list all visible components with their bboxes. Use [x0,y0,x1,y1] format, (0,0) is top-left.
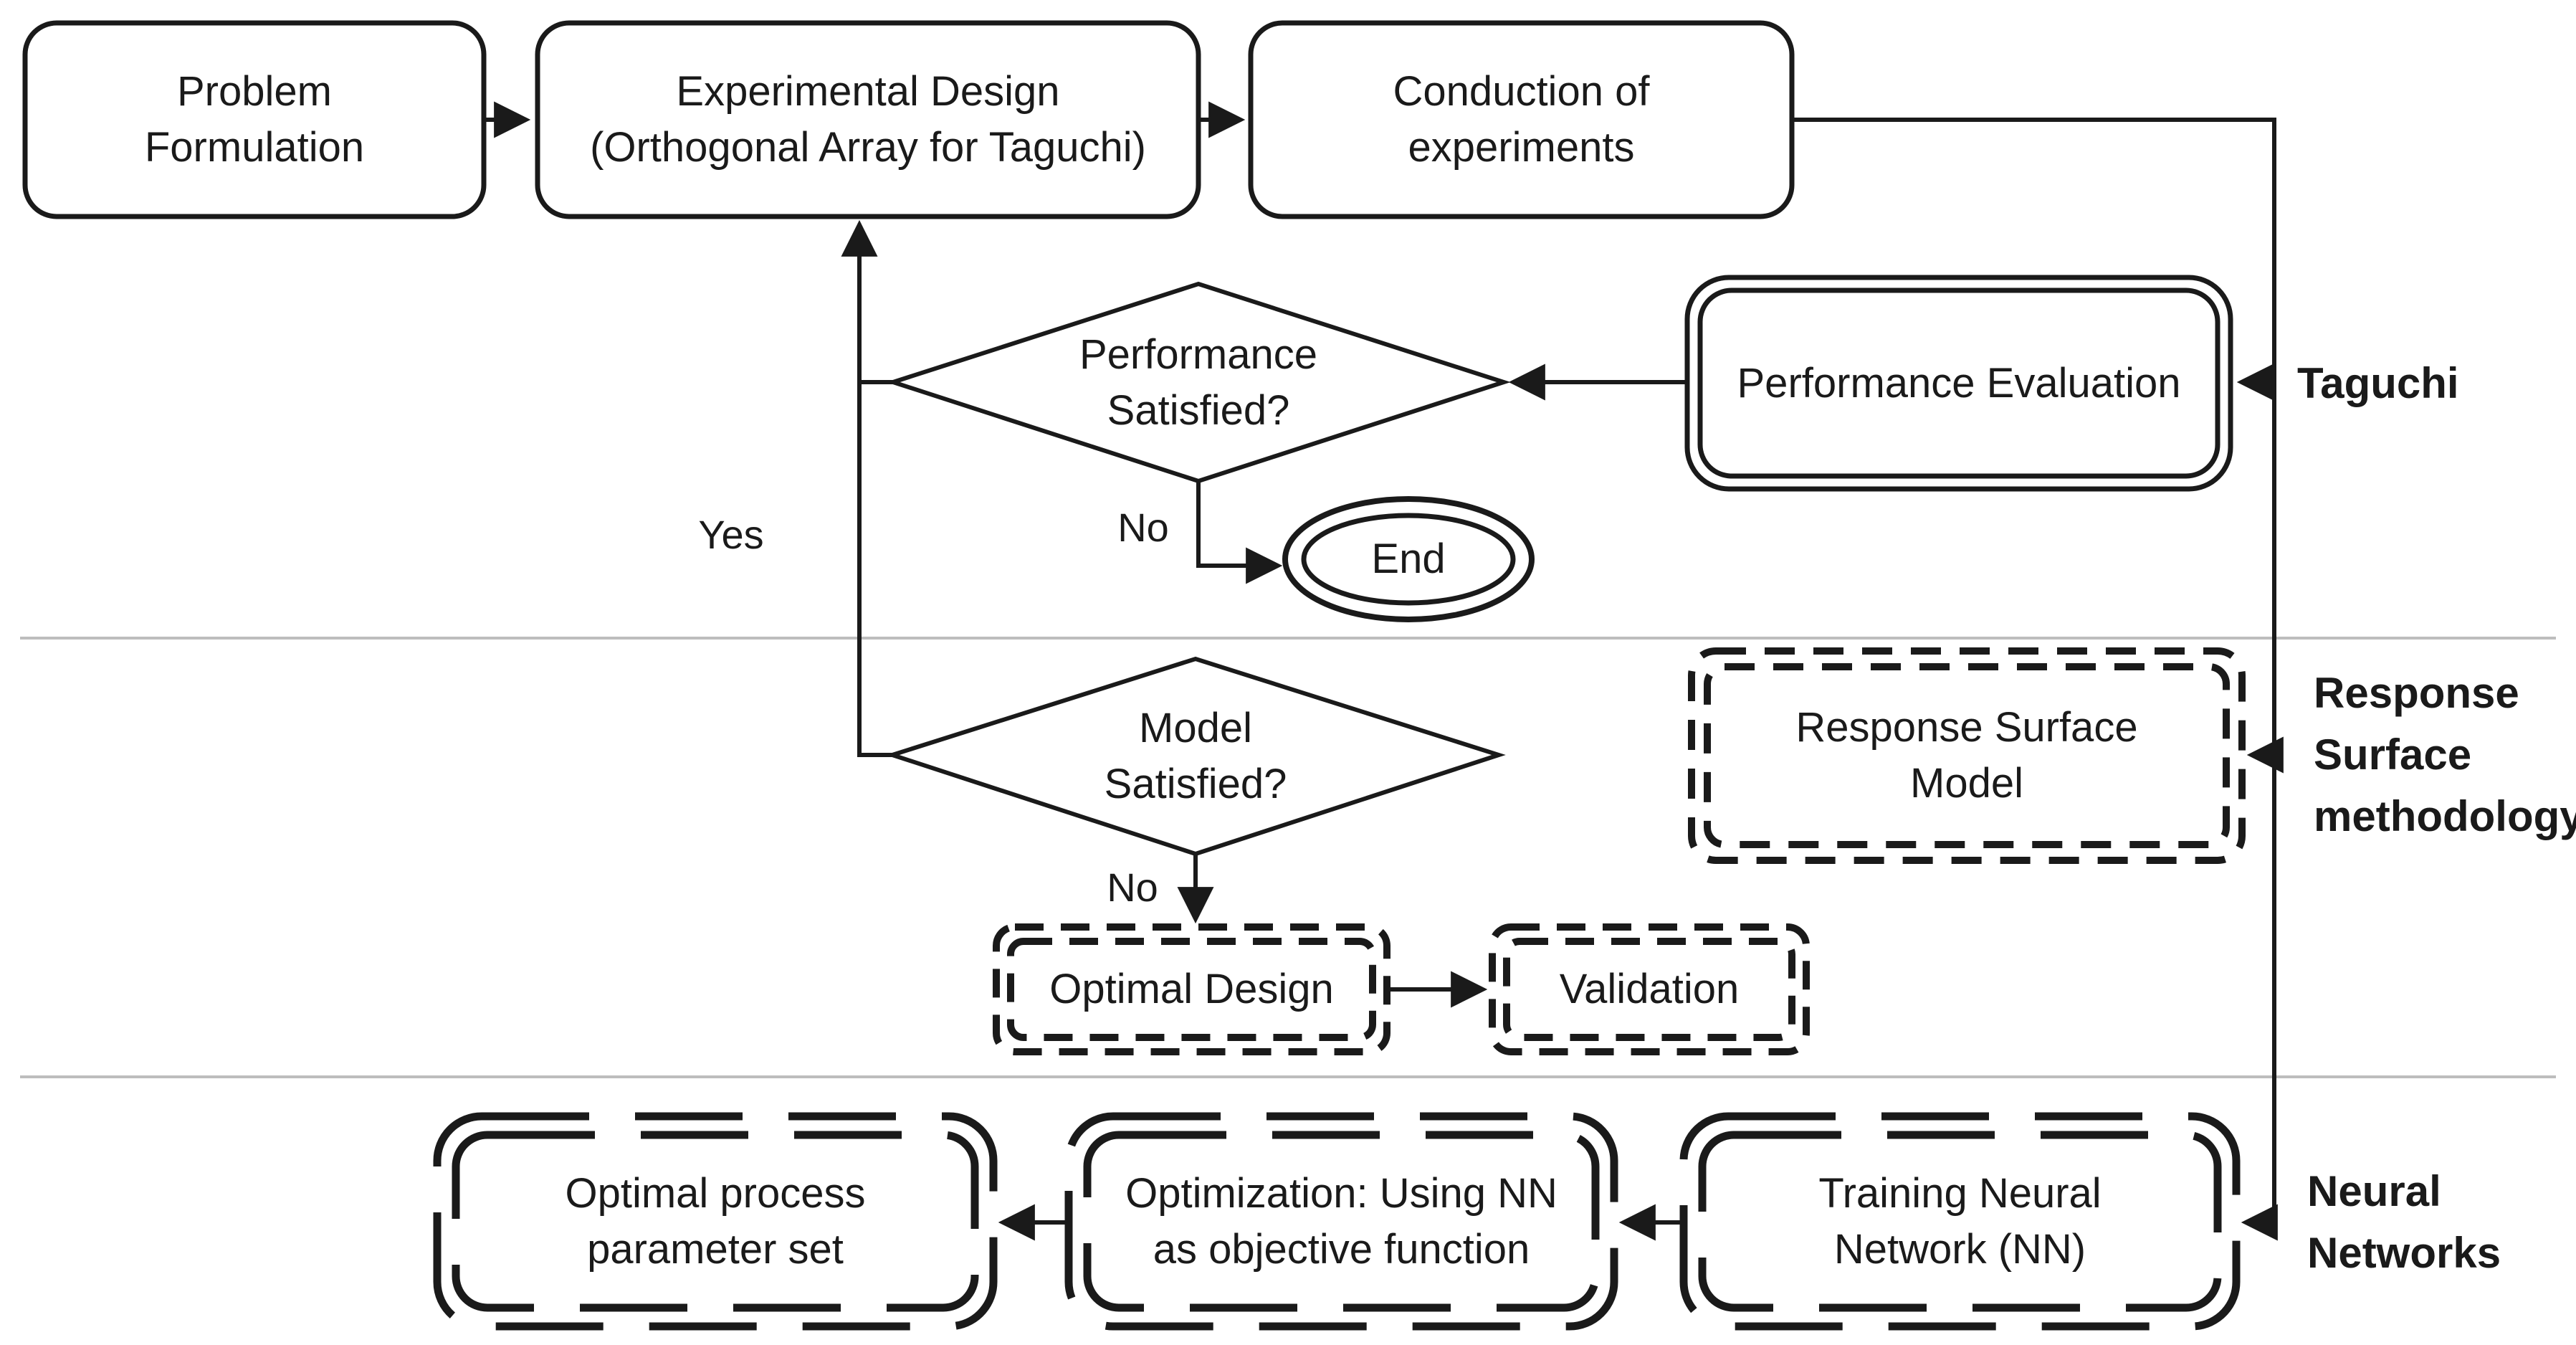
section-label-response-surface-methodology: Response Surface methodology [2314,660,2576,850]
node-validation: Validation [1492,927,1806,1052]
node-optimal-design: Optimal Design [996,927,1387,1052]
node-performance-satisfied: Performance Satisfied? [893,284,1504,481]
experimental-design-box [535,20,1201,219]
node-optimization-line1: Optimization: Using NN [1125,1169,1557,1217]
node-optimization-line2: as objective function [1153,1225,1530,1273]
model-satisfied-diamond [885,656,1506,857]
node-end: End [1285,502,1532,617]
section-label-rsm-line2: Surface [2314,731,2472,779]
optimal-design-box-inner [1007,938,1376,1041]
performance-satisfied-diamond [886,281,1511,484]
performance-evaluation-box-inner [1697,287,2220,479]
optimization-using-nn-box-inner [1083,1131,1600,1312]
node-experimental-design: Experimental Design (Orthogonal Array fo… [538,23,1198,217]
node-response-surface-model-line1: Response Surface [1795,704,2138,751]
node-conduction-of-experiments: Conduction of experiments [1251,23,1792,217]
problem-formulation-box [22,20,487,219]
node-optimization-using-nn: Optimization: Using NN as objective func… [1069,1116,1614,1326]
node-conduction-line2: experiments [1408,124,1635,171]
optimal-process-parameter-set-box-inner [452,1131,979,1312]
node-performance-evaluation: Performance Evaluation [1687,277,2231,489]
validation-box-inner [1503,938,1795,1041]
node-optimal-process-line2: parameter set [587,1225,844,1273]
node-optimal-process-parameter-set: Optimal process parameter set [437,1116,993,1326]
node-training-nn-line1: Training Neural [1818,1169,2102,1217]
node-training-nn-line2: Network (NN) [1833,1225,2086,1273]
end-terminator-inner [1301,513,1516,606]
training-neural-network-box-inner [1698,1131,2222,1312]
node-training-neural-network: Training Neural Network (NN) [1684,1116,2236,1326]
node-model-satisfied-line1: Model [1139,705,1252,751]
node-problem-formulation-line2: Formulation [144,124,365,171]
node-end-label: End [1371,536,1446,582]
connector-conduction-right-rail [1792,118,2278,1241]
connector-no-to-end [1196,482,1283,584]
node-optimal-process-line1: Optimal process [565,1169,866,1217]
node-validation-label: Validation [1559,966,1740,1012]
edge-label-no-model: No [1107,864,1158,910]
node-performance-satisfied-line2: Satisfied? [1107,386,1290,434]
node-conduction-line1: Conduction of [1393,68,1650,115]
section-label-rsm-line3: methodology [2314,792,2576,840]
conduction-of-experiments-box [1248,20,1795,219]
node-response-surface-model: Response Surface Model [1692,651,2242,860]
response-surface-model-box-inner [1704,663,2230,848]
node-response-surface-model-line2: Model [1910,760,2023,807]
section-label-taguchi-text: Taguchi [2297,359,2459,407]
section-label-neural-networks: Neural Networks [2307,1159,2576,1285]
section-label-rsm-line1: Response [2314,669,2519,717]
node-optimal-design-label: Optimal Design [1049,966,1334,1012]
node-performance-evaluation-label: Performance Evaluation [1737,359,2181,407]
section-label-taguchi: Taguchi [2297,351,2570,416]
node-model-satisfied: Model Satisfied? [892,659,1499,854]
node-experimental-design-line2: (Orthogonal Array for Taguchi) [590,124,1146,171]
node-problem-formulation: Problem Formulation [25,23,484,217]
connector-yes-return-line [841,219,892,757]
edge-label-yes: Yes [698,511,764,557]
node-problem-formulation-line1: Problem [177,68,332,115]
edge-label-no-performance: No [1117,504,1169,550]
section-label-nn-line2: Networks [2307,1229,2501,1277]
section-label-nn-line1: Neural [2307,1167,2441,1215]
node-experimental-design-line1: Experimental Design [676,68,1060,115]
node-model-satisfied-line2: Satisfied? [1104,761,1287,807]
node-performance-satisfied-line1: Performance [1079,331,1318,378]
